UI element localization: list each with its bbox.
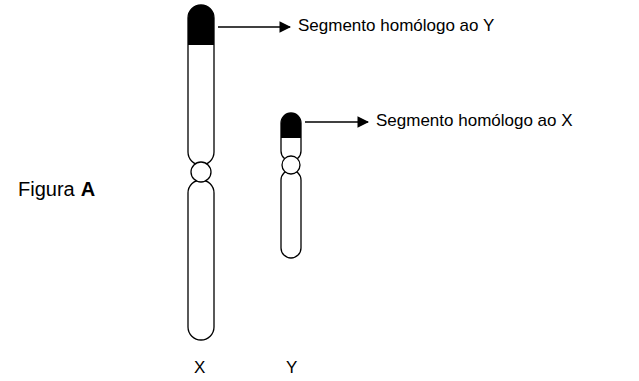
centromere [191, 162, 211, 182]
segment-label: Segmento homólogo ao Y [298, 16, 494, 36]
chromosome-name: Y [286, 358, 297, 378]
leader-arrow [305, 121, 368, 122]
homologous-segment [188, 5, 214, 45]
segment-label: Segmento homólogo ao X [376, 111, 573, 131]
figure-letter: A [81, 178, 95, 201]
y-chromosome [281, 113, 301, 258]
x-chromosome [188, 5, 214, 340]
centromere [282, 156, 300, 174]
leader-arrow [218, 26, 290, 27]
chromosome-name: X [194, 358, 205, 378]
figure-label: Figura [18, 178, 75, 201]
